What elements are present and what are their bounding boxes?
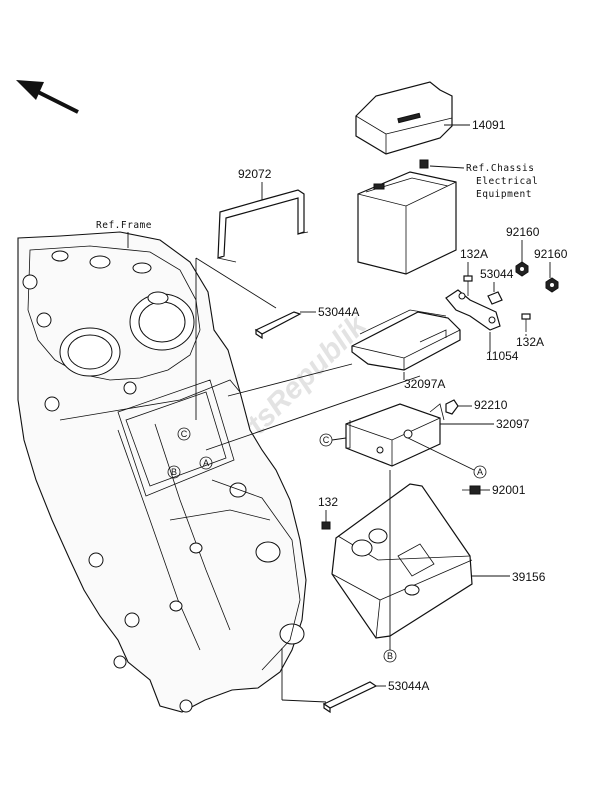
label-132a-lower: 132A — [516, 335, 544, 349]
ref-chassis-line1: Ref.Chassis — [466, 163, 534, 174]
bolt-132a-upper — [463, 275, 473, 296]
ref-chassis-line2: Electrical — [476, 176, 538, 187]
bracket-32097 — [345, 403, 445, 467]
ref-chassis-line3: Equipment — [476, 189, 532, 200]
cover-39156 — [331, 483, 473, 639]
battery-cover-14091 — [355, 81, 453, 155]
label-92210: 92210 — [474, 398, 508, 412]
label-53044: 53044 — [480, 267, 514, 281]
label-92001: 92001 — [492, 483, 526, 497]
bolt-132a-lower — [521, 313, 531, 332]
battery-case-32097a — [351, 309, 461, 371]
label-132a-upper: 132A — [460, 247, 488, 261]
label-32097a: 32097A — [404, 377, 445, 391]
callout-b-frame: B — [167, 465, 181, 479]
motorcycle-frame — [17, 231, 307, 713]
svg-text:B: B — [171, 467, 177, 477]
svg-text:C: C — [323, 435, 330, 445]
callout-c-frame: C — [177, 427, 191, 441]
battery-strap-92072 — [217, 189, 309, 263]
label-92072: 92072 — [238, 167, 272, 181]
callout-c-bracket: C — [319, 433, 333, 447]
bolt-92001 — [462, 485, 481, 495]
spacer-53044 — [487, 291, 503, 305]
callout-a-frame: A — [199, 456, 213, 470]
battery — [357, 159, 457, 275]
label-53044a-top: 53044A — [318, 305, 359, 319]
callout-b-cover: B — [383, 649, 397, 663]
front-direction-arrow-icon — [16, 80, 79, 114]
label-53044a-bottom: 53044A — [388, 679, 429, 693]
callout-a-bracket: A — [473, 465, 487, 479]
bolt-132 — [321, 521, 331, 530]
svg-text:A: A — [477, 467, 483, 477]
bracket-11054 — [445, 289, 501, 331]
ref-frame-label: Ref.Frame — [96, 220, 152, 231]
pad-53044a-bottom — [322, 681, 378, 714]
clip-92210 — [445, 399, 459, 415]
nut-92160-right — [545, 277, 559, 293]
svg-text:B: B — [387, 651, 393, 661]
label-32097: 32097 — [496, 417, 530, 431]
label-92160-right: 92160 — [534, 247, 568, 261]
label-11054: 11054 — [486, 349, 519, 363]
label-39156: 39156 — [512, 570, 546, 584]
nut-92160-left — [515, 261, 529, 277]
svg-text:A: A — [203, 458, 209, 468]
pad-53044a-top — [254, 311, 302, 340]
svg-text:C: C — [181, 429, 188, 439]
label-14091: 14091 — [472, 118, 506, 132]
label-132: 132 — [318, 495, 338, 509]
label-92160-left: 92160 — [506, 225, 540, 239]
